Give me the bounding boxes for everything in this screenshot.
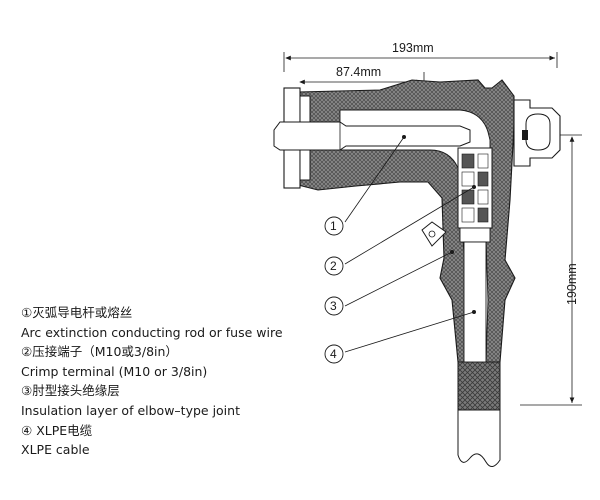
legend-item-2-chinese: 压接端子（M10或3/8in）: [32, 344, 178, 360]
legend-item-3-chinese: 肘型接头绝缘层: [32, 383, 120, 399]
crimp-terminal: [457, 147, 493, 243]
dimension-overall-height: 190mm: [520, 134, 582, 406]
legend-item-4-en: XLPE cable: [21, 442, 90, 458]
callout-4: 4: [324, 344, 344, 364]
rod-length-label: 87.4mm: [336, 65, 381, 79]
legend-item-3-zh: ③肘型接头绝缘层: [21, 381, 311, 401]
legend-item-1-number: ①: [21, 305, 33, 320]
legend-item-4-number: ④: [21, 422, 33, 438]
bail-tab: [421, 221, 447, 247]
callout-4-number: 4: [330, 347, 337, 361]
callout-2: 2: [324, 256, 344, 276]
callout-1: 1: [324, 216, 344, 236]
legend-item-3-number: ③: [21, 383, 33, 399]
callout-3: 3: [324, 296, 344, 316]
callout-leaders: [344, 135, 476, 353]
pulling-eye: [513, 99, 561, 167]
legend-item-4-zh: ④ XLPE电缆: [21, 421, 311, 441]
legend-item-2-en: Crimp terminal (M10 or 3/8in): [21, 363, 208, 379]
overall-height-label: 190mm: [565, 263, 579, 305]
legend-item-1-zh: ①灭弧导电杆或熔丝: [21, 303, 311, 323]
legend: ①灭弧导电杆或熔丝 Arc extinction conducting rod …: [21, 303, 311, 460]
legend-item-4-chinese: XLPE电缆: [32, 422, 93, 438]
dimension-overall-width: 193mm: [283, 41, 558, 72]
legend-item-3-en: Insulation layer of elbow–type joint: [21, 402, 240, 418]
legend-item-1-en: Arc extinction conducting rod or fuse wi…: [21, 324, 283, 340]
cable-core: [463, 241, 487, 363]
callout-2-number: 2: [330, 259, 337, 273]
legend-item-1-chinese: 灭弧导电杆或熔丝: [32, 305, 133, 320]
legend-item-2-zh: ②压接端子（M10或3/8in）: [21, 342, 311, 362]
xlpe-cable: [457, 361, 501, 467]
overall-width-label: 193mm: [392, 41, 434, 55]
legend-item-2-number: ②: [21, 344, 33, 360]
arc-extinction-rod: [273, 121, 471, 151]
callout-1-number: 1: [330, 219, 337, 233]
callout-3-number: 3: [330, 299, 337, 313]
